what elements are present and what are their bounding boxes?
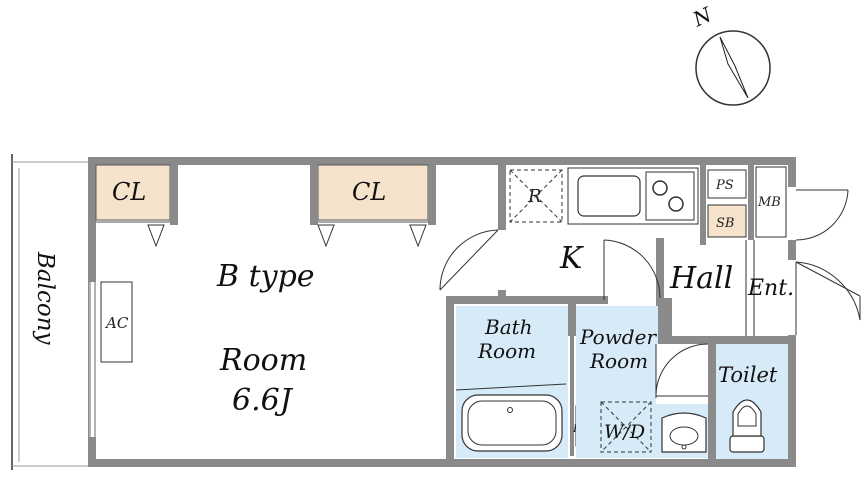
compass: N [688,2,771,106]
main-room: B type Room 6.6J AC [100,259,315,418]
sink-icon [577,175,641,217]
wall-top [88,157,796,165]
powder-label-1: Powder [579,325,657,349]
bath-label-2: Room [477,339,536,363]
bath-room: Bath Room PS [455,306,589,458]
room-kitchen-door [439,229,499,291]
unit-type-label: B type [216,259,315,294]
toilet-tank [729,435,765,453]
wall-kitchen-left [498,165,506,230]
toilet-label: Toilet [718,363,778,387]
wall-hall-corner [656,298,672,344]
wall-right-top [788,157,796,187]
kitchen-label: K [559,241,584,276]
closet-door-swing [147,224,165,248]
meter-box-label: MB [757,195,781,210]
wall-bath-top [446,296,576,304]
aircon-label: AC [104,314,129,332]
kitchen: R K [509,167,699,276]
room-size-label: 6.6J [232,383,294,418]
wall-mb [748,165,754,240]
closet-center-label: CL [352,178,386,206]
washer-space [600,401,652,453]
powder-room: Powder Room W/D [576,306,709,458]
bath-room-area [456,306,568,390]
stove-icon [645,171,695,221]
washer-label: W/D [604,421,645,443]
powder-door-swing [655,343,709,397]
pipe-space-top [707,169,747,199]
entrance-door-swing [795,261,861,321]
toilet-room: Toilet [716,344,788,459]
wall-bath-powder [570,336,574,456]
powder-room-area [576,306,658,458]
compass-ring [695,30,771,106]
wall-ps [700,165,706,245]
shoe-box-label: SB [716,216,734,231]
hall-door-swing [603,239,661,299]
wall-kitchen-left-low [498,290,506,300]
closet-left [95,164,171,221]
shoe-box [707,204,747,238]
pipe-space-top-label: PS [715,178,734,193]
north-arrow-outline [719,36,749,99]
wall-powder-top [568,296,608,304]
wall-bottom [88,459,796,467]
wall-bath-left [446,296,454,466]
air-conditioner [100,281,133,363]
powder-label-2: Room [589,349,648,373]
mb-door-swing [795,189,849,241]
closets: CL CL [95,164,436,248]
closet-door-swing [409,224,427,248]
hall-label: Hall [669,261,733,296]
meter-box [755,166,787,238]
utility-boxes: PS MB SB [707,166,787,238]
compass-north-label: N [688,2,716,32]
washbasin-icon [661,412,707,453]
wall-right-bottom [788,335,796,467]
closet-left-label: CL [112,178,146,206]
wall-hall-bottom [664,336,788,344]
balcony: Balcony [11,154,92,470]
hall-entrance: Hall Ent. [603,189,861,336]
entrance-label: Ent. [747,276,794,301]
bath-label-1: Bath [484,315,533,339]
refrigerator-label: R [527,186,542,207]
toilet-icon [732,399,762,437]
closet-door-swing [317,224,335,248]
wall-right-mid [788,240,796,260]
wall-hall-left [656,238,664,306]
wall-toilet-left [708,344,716,462]
left-window [89,282,96,437]
balcony-label: Balcony [32,251,58,346]
interior-walls [446,165,788,466]
wall-bath-powder-top [568,296,576,336]
room-label: Room [219,343,307,378]
bathtub-icon [461,394,563,452]
